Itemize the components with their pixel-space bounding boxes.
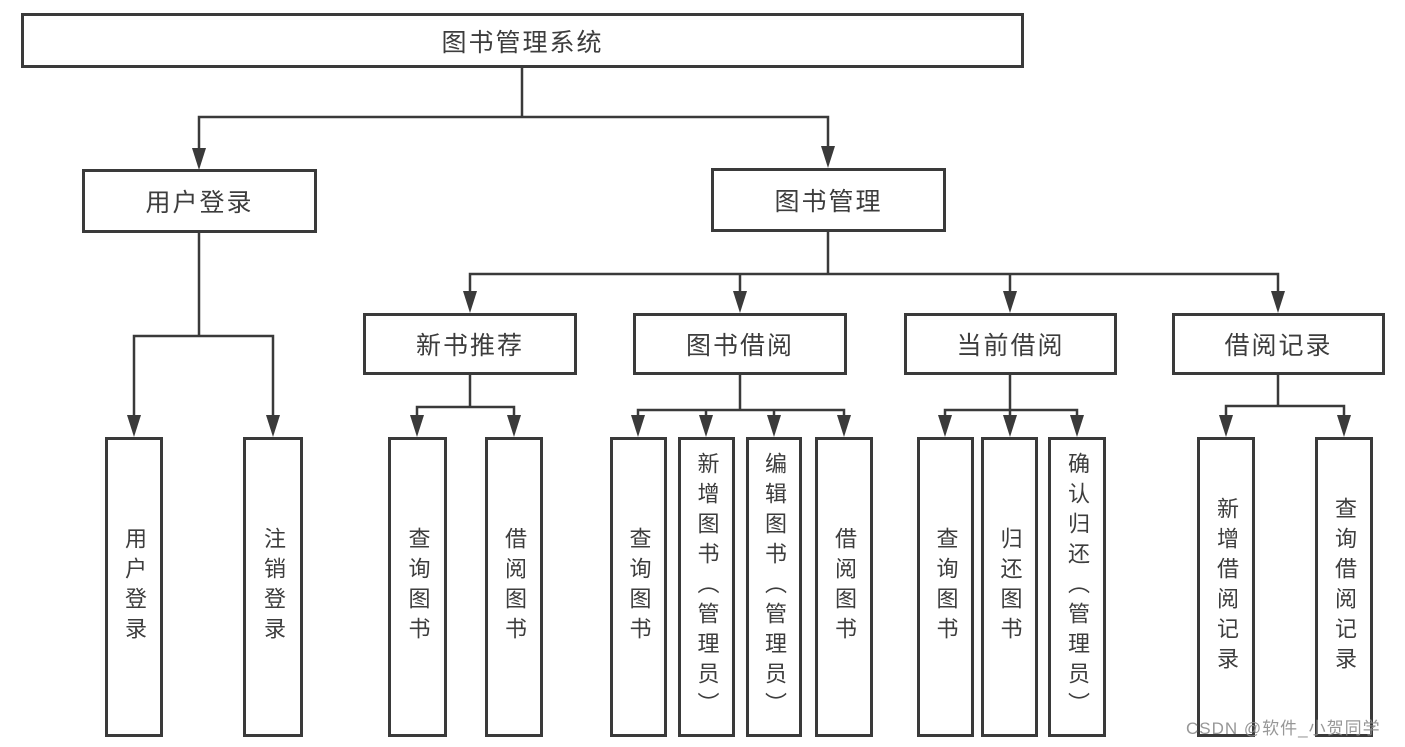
leaf-user-login: 用户登录 xyxy=(105,437,163,737)
leaf-current-confirm-return-admin: 确认归还（管理员） xyxy=(1048,437,1106,737)
node-user-login-label: 用户登录 xyxy=(145,189,254,217)
leaf-newbook-query-books-label: 查询图书 xyxy=(405,527,431,647)
leaf-borrow-query-books-label: 查询图书 xyxy=(626,527,652,647)
leaf-records-add-record-label: 新增借阅记录 xyxy=(1214,497,1239,677)
node-root-library-system: 图书管理系统 xyxy=(21,13,1024,68)
node-current-borrow-label: 当前借阅 xyxy=(956,332,1065,360)
leaf-borrow-query-books: 查询图书 xyxy=(610,437,667,737)
csdn-watermark: CSDN @软件_小贺同学 xyxy=(1186,719,1381,738)
leaf-records-add-record: 新增借阅记录 xyxy=(1197,437,1255,737)
leaf-user-login-label: 用户登录 xyxy=(122,527,147,647)
node-new-book-recommend-label: 新书推荐 xyxy=(415,332,524,360)
node-book-borrow: 图书借阅 xyxy=(633,313,847,375)
leaf-current-query-books: 查询图书 xyxy=(917,437,974,737)
leaf-current-query-books-label: 查询图书 xyxy=(933,527,959,647)
node-current-borrow: 当前借阅 xyxy=(904,313,1117,375)
leaf-current-return-books: 归还图书 xyxy=(981,437,1038,737)
leaf-borrow-edit-books-admin-label: 编辑图书（管理员） xyxy=(762,452,787,722)
leaf-newbook-borrow-books: 借阅图书 xyxy=(485,437,543,737)
node-borrow-records-label: 借阅记录 xyxy=(1224,332,1333,360)
leaf-logout: 注销登录 xyxy=(243,437,303,737)
node-book-borrow-label: 图书借阅 xyxy=(685,332,794,360)
node-book-management-label: 图书管理 xyxy=(774,188,883,216)
leaf-borrow-edit-books-admin: 编辑图书（管理员） xyxy=(746,437,802,737)
leaf-borrow-add-books-admin-label: 新增图书（管理员） xyxy=(694,452,720,722)
node-user-login: 用户登录 xyxy=(82,169,317,233)
leaf-borrow-borrow-books-label: 借阅图书 xyxy=(832,527,857,647)
leaf-borrow-borrow-books: 借阅图书 xyxy=(815,437,873,737)
node-book-management: 图书管理 xyxy=(711,168,946,232)
node-borrow-records: 借阅记录 xyxy=(1172,313,1385,375)
leaf-logout-label: 注销登录 xyxy=(261,527,286,647)
leaf-borrow-add-books-admin: 新增图书（管理员） xyxy=(678,437,735,737)
leaf-newbook-query-books: 查询图书 xyxy=(388,437,447,737)
node-root-label: 图书管理系统 xyxy=(441,28,604,57)
leaf-newbook-borrow-books-label: 借阅图书 xyxy=(502,527,527,647)
leaf-records-query-record: 查询借阅记录 xyxy=(1315,437,1373,737)
leaf-current-confirm-return-admin-label: 确认归还（管理员） xyxy=(1065,452,1090,722)
leaf-current-return-books-label: 归还图书 xyxy=(997,527,1023,647)
node-new-book-recommend: 新书推荐 xyxy=(363,313,577,375)
leaf-records-query-record-label: 查询借阅记录 xyxy=(1332,497,1357,677)
